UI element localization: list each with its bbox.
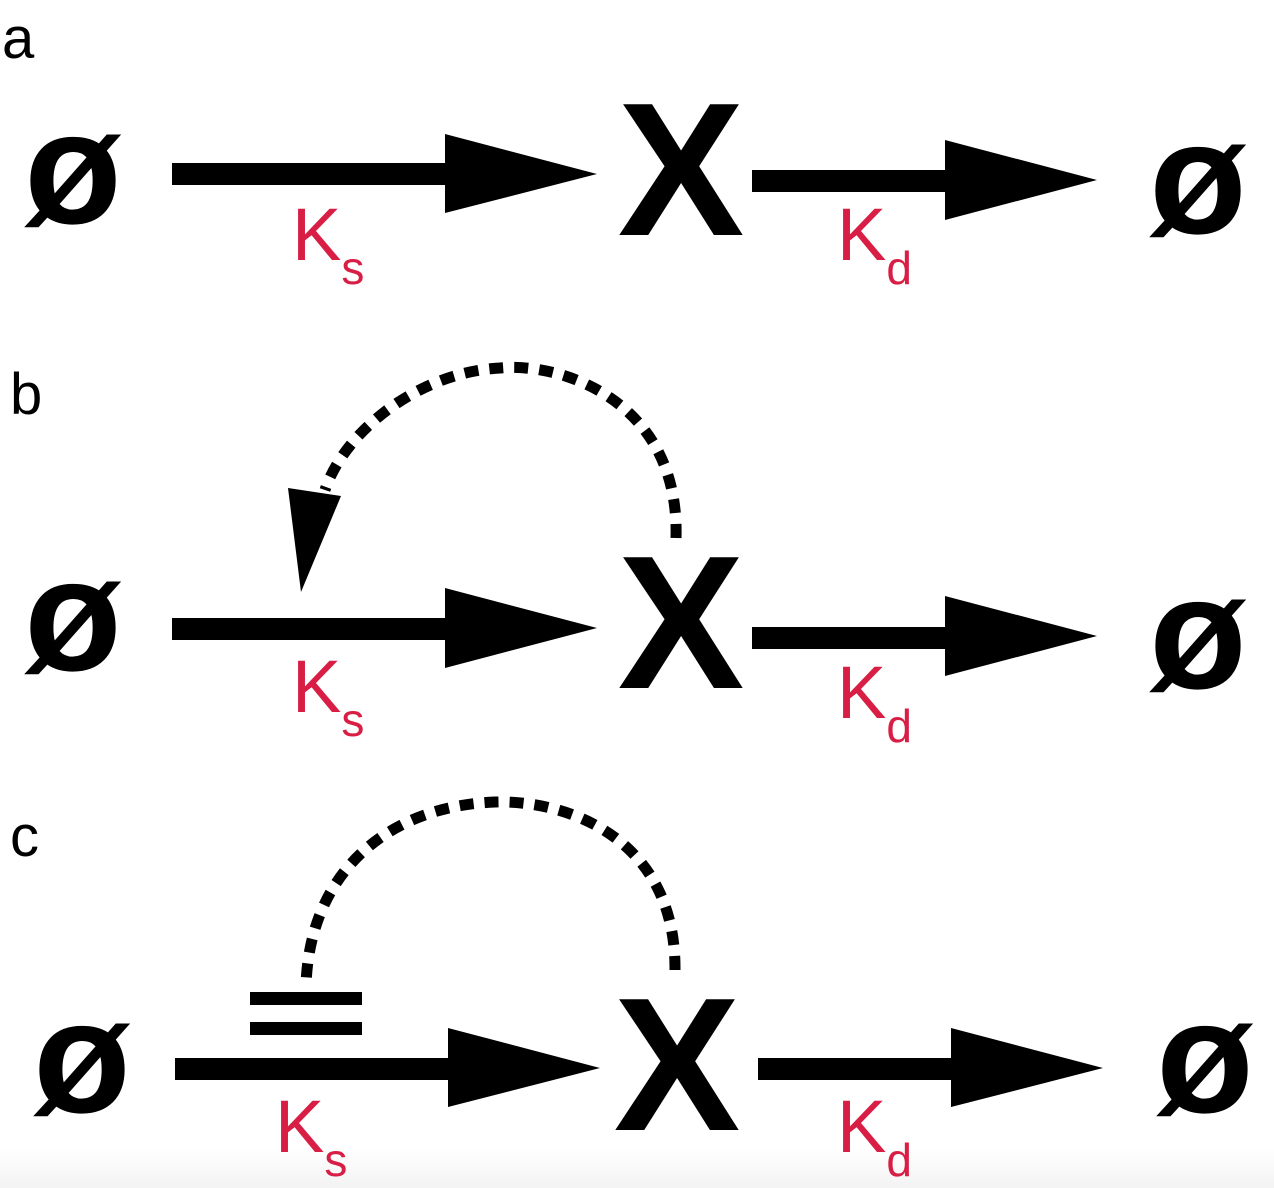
synthesis-arrow-a (172, 134, 597, 213)
sink-empty-set-b: ø (1149, 543, 1247, 722)
species-x-b: X (618, 517, 745, 729)
panel-label-b: b (10, 362, 42, 427)
species-x-a: X (618, 64, 745, 276)
sink-empty-set-c: ø (1156, 967, 1254, 1146)
synthesis-arrow-c (175, 1028, 600, 1107)
sink-empty-set-a: ø (1149, 88, 1247, 267)
source-empty-set-b: ø (24, 525, 122, 704)
species-x-c: X (614, 959, 741, 1171)
bottom-edge-shade (0, 1148, 1274, 1188)
synthesis-rate-label-c: Ks (275, 1085, 347, 1186)
source-empty-set-c: ø (33, 967, 131, 1146)
panel-a: a ø Ks X Kd ø (2, 6, 1247, 294)
degradation-arrow-c (758, 1028, 1103, 1107)
synthesis-rate-label-a: Ks (292, 193, 364, 294)
panel-label-a: a (2, 6, 35, 71)
panel-c: c ø Ks X Kd ø (10, 796, 1254, 1186)
degradation-rate-label-b: Kd (837, 651, 912, 752)
synthesis-rate-label-b: Ks (292, 645, 364, 746)
source-empty-set-a: ø (24, 78, 122, 257)
panel-label-c: c (10, 804, 39, 869)
degradation-arrow-a (752, 140, 1097, 220)
degradation-rate-label-c: Kd (837, 1085, 912, 1186)
degradation-rate-label-a: Kd (837, 193, 912, 294)
positive-feedback-arrow-b (288, 361, 682, 592)
synthesis-arrow-b (172, 588, 597, 668)
negative-feedback-inhibition-c (250, 796, 681, 1035)
panel-b: b ø Ks X Kd ø (10, 361, 1247, 752)
degradation-arrow-b (752, 596, 1097, 676)
